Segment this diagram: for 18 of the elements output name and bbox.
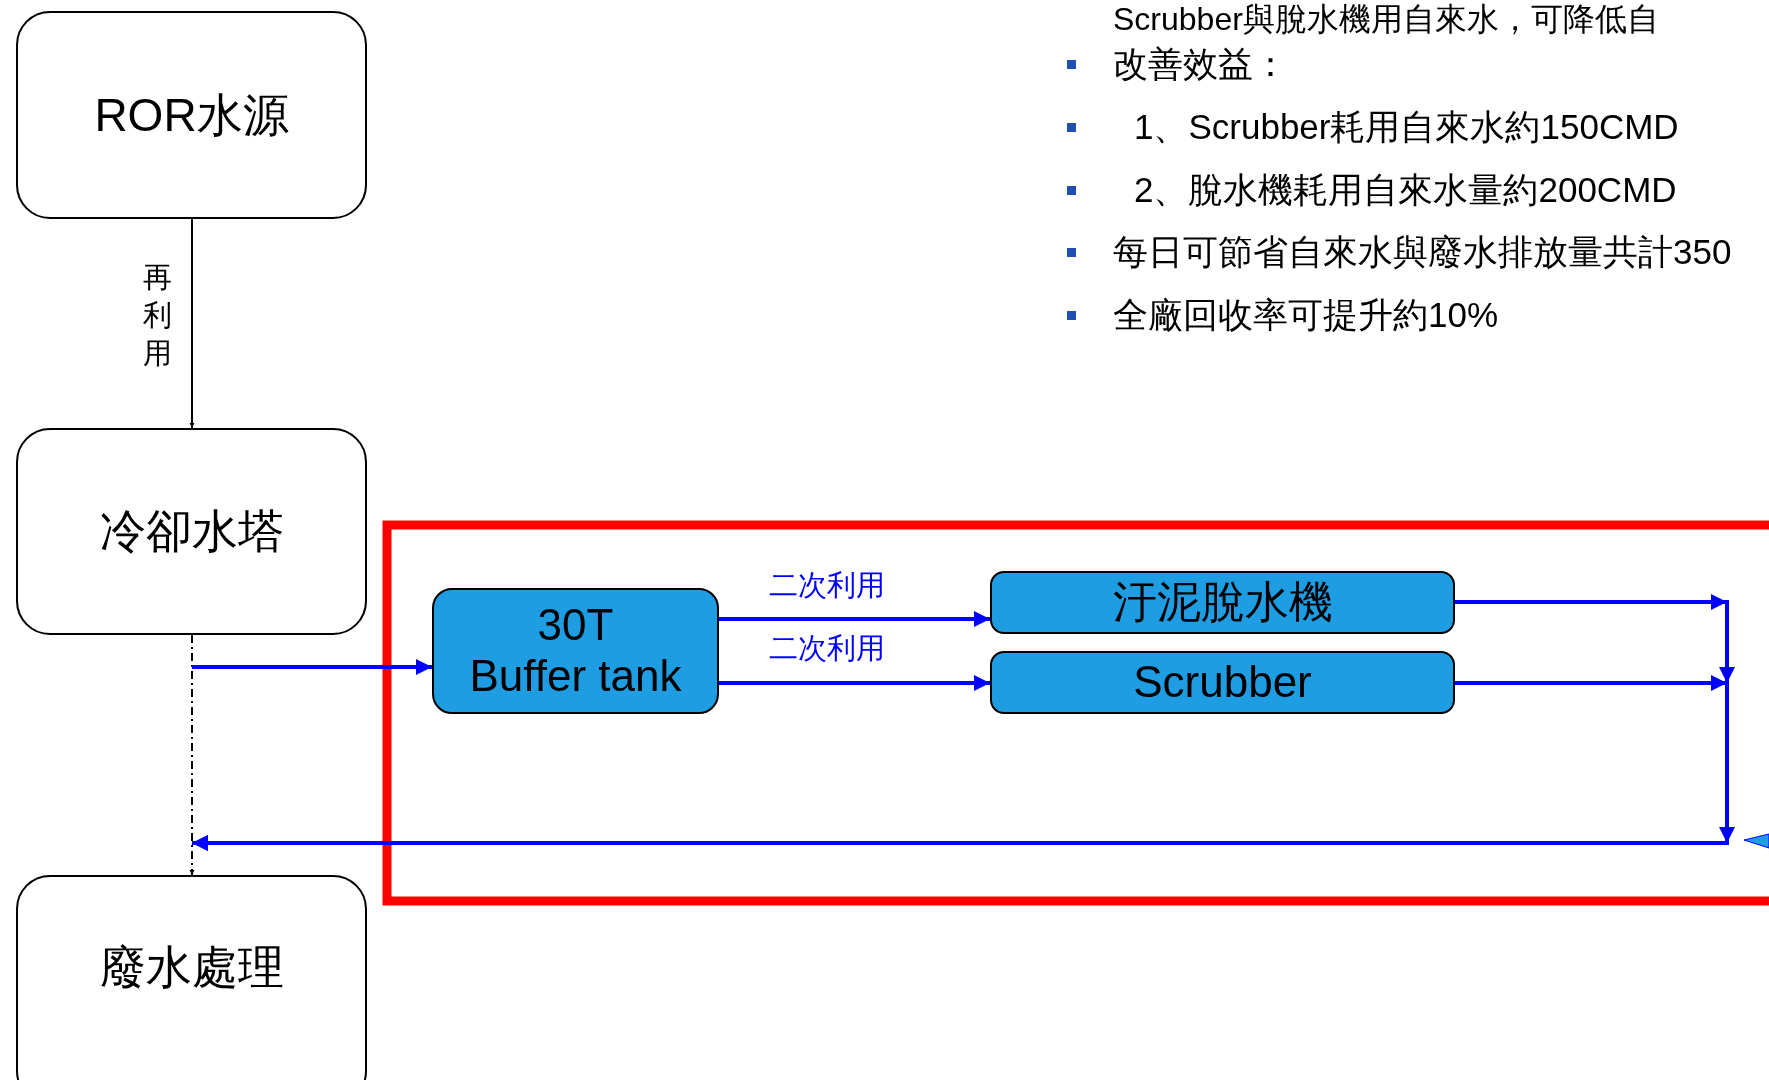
bullet-text: 1、Scrubber耗用自來水約150CMD <box>1134 108 1679 146</box>
process-box: 廢水處理 <box>16 875 367 1080</box>
arrow <box>189 218 195 429</box>
bullet-text: 2、脫水機耗用自來水量約200CMD <box>1134 171 1677 209</box>
arrow <box>192 659 432 675</box>
bullet-text: Scrubber與脫水機用自來水，可降低自 <box>1113 0 1659 38</box>
process-box: ROR水源 <box>16 11 367 219</box>
process-box: Scrubber <box>990 651 1455 714</box>
bullet-text: 全廠回收率可提升約10% <box>1113 296 1499 334</box>
arrow <box>192 675 1735 851</box>
process-box: 汙泥脫水機 <box>990 571 1455 634</box>
arrow <box>719 611 990 627</box>
process-box: 30T Buffer tank <box>432 588 719 714</box>
arrow <box>719 675 990 691</box>
bullet-text: 每日可節省自來水與廢水排放量共計350 <box>1113 233 1732 271</box>
arrow <box>189 634 195 876</box>
process-box: 冷卻水塔 <box>16 428 367 635</box>
bullet-text: 改善效益： <box>1113 45 1288 83</box>
